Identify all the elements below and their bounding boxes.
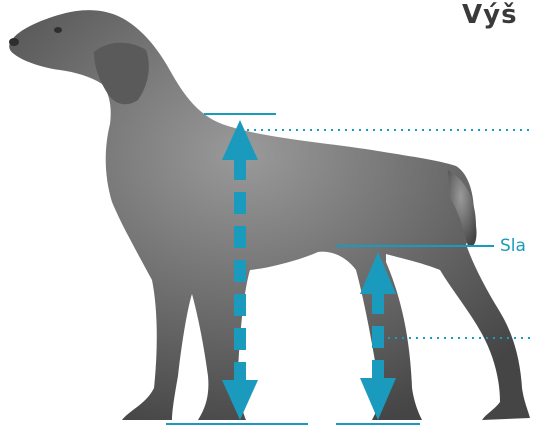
belly-label: Sla [500,236,526,256]
dog-icon [9,10,530,420]
diagram-title: Výš [462,0,518,30]
